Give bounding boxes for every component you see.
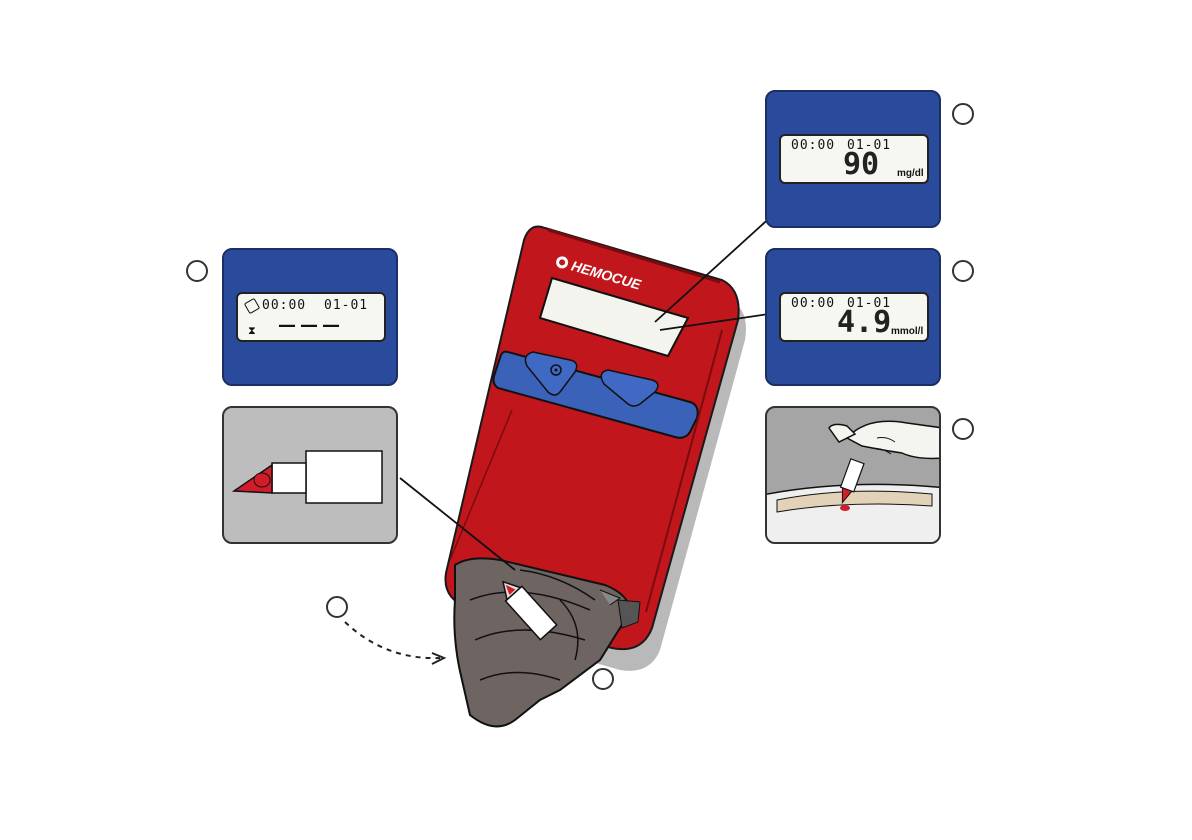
lcd-time: 00:00 <box>791 138 835 153</box>
left-lcd: 00:00 01-01 ⧗ ——— <box>236 292 386 342</box>
lcd-date: 01-01 <box>324 298 368 313</box>
step-marker-holder <box>592 668 614 690</box>
lcd-value: 90 <box>843 150 879 180</box>
cuvette-icon <box>244 298 260 314</box>
right-display-mmol-panel: 00:00 01-01 4.9 mmol/l <box>765 248 941 386</box>
lcd-unit: mg/dl <box>897 168 924 179</box>
step-marker-left <box>186 260 208 282</box>
step-marker-right-1 <box>952 103 974 125</box>
left-display-panel: 00:00 01-01 ⧗ ——— <box>222 248 398 386</box>
cuvette-body <box>306 451 382 503</box>
step-marker-right-2 <box>952 260 974 282</box>
lcd-time: 00:00 <box>791 296 835 311</box>
insert-arrow <box>345 622 440 658</box>
sample-collection-panel <box>765 406 941 544</box>
lcd-mmol: 00:00 01-01 4.9 mmol/l <box>779 292 929 342</box>
lcd-dashes: ——— <box>278 315 344 336</box>
blood-drop <box>254 473 270 487</box>
hourglass-icon: ⧗ <box>248 324 256 338</box>
gloved-hand <box>829 421 941 458</box>
cuvette-closeup-panel <box>222 406 398 544</box>
lcd-unit: mmol/l <box>891 326 923 337</box>
lcd-time: 00:00 <box>262 298 306 313</box>
right-display-mgdl-panel: 00:00 01-01 90 mg/dl <box>765 90 941 228</box>
step-marker-arrow <box>326 596 348 618</box>
lcd-value: 4.9 <box>837 308 891 338</box>
step-marker-right-3 <box>952 418 974 440</box>
lcd-mgdl: 00:00 01-01 90 mg/dl <box>779 134 929 184</box>
